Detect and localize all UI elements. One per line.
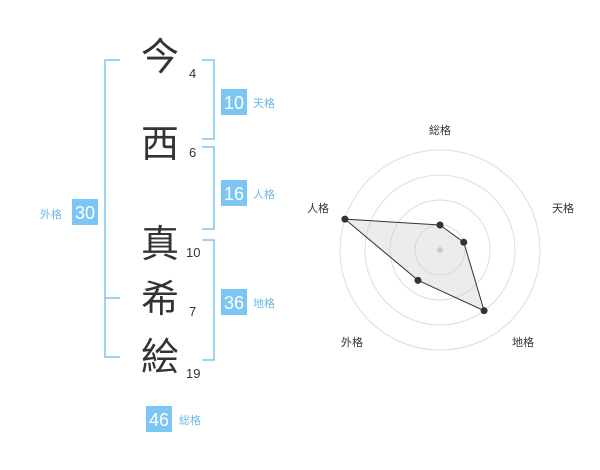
name-char-1-strokes: 4 <box>189 66 196 81</box>
name-char-4: 希 <box>141 277 179 321</box>
chikaku-label: 地格 <box>253 296 275 310</box>
tenkaku-badge: 10 天格 <box>221 89 275 115</box>
tenkaku-bracket <box>202 59 215 140</box>
radar-point-3 <box>480 307 488 315</box>
name-char-5-strokes: 19 <box>186 366 200 381</box>
radar-point-1 <box>436 221 444 229</box>
name-char-2-strokes: 6 <box>189 145 196 160</box>
name-char-3-strokes: 10 <box>186 245 200 260</box>
gaikaku-label: 外格 <box>40 207 62 221</box>
radar-rings <box>339 149 541 351</box>
name-char-2: 西 <box>141 122 179 166</box>
name-char-1: 今 <box>141 35 179 79</box>
radar-axis-label-gaikaku: 外格 <box>341 335 363 349</box>
chikaku-badge: 36 地格 <box>221 289 275 315</box>
radar-point-4 <box>414 276 422 284</box>
radar-points <box>341 215 488 315</box>
soukaku-value: 46 <box>149 410 169 430</box>
gaikaku-bracket <box>104 59 120 358</box>
name-char-3: 真 <box>141 222 179 266</box>
chikaku-bracket <box>202 239 215 361</box>
radar-center-dot <box>437 247 443 253</box>
tenkaku-value: 10 <box>224 93 244 113</box>
radar-axis-label-jinkaku: 人格 <box>307 201 329 215</box>
name-char-4-strokes: 7 <box>189 304 196 319</box>
jinkaku-label: 人格 <box>253 187 275 201</box>
gaikaku-value: 30 <box>75 203 95 223</box>
radar-polygon <box>343 218 485 312</box>
radar-ring-3 <box>364 174 516 326</box>
jinkaku-bracket <box>202 146 215 230</box>
gaikaku-badge: 外格 30 <box>40 199 98 225</box>
radar-axis-label-chikaku: 地格 <box>512 335 534 349</box>
radar-chart: 総格 天格 地格 外格 人格 <box>307 123 574 351</box>
radar-point-2 <box>460 238 468 246</box>
radar-ring-2 <box>389 199 491 301</box>
radar-axis-label-tenkaku: 天格 <box>552 201 574 215</box>
radar-point-5 <box>341 215 349 223</box>
brackets <box>104 59 215 361</box>
tenkaku-label: 天格 <box>253 96 275 110</box>
soukaku-badge: 46 総格 <box>146 406 201 432</box>
name-characters: 今 4 西 6 真 10 希 7 絵 19 <box>141 35 200 381</box>
name-char-5: 絵 <box>141 335 179 379</box>
jinkaku-badge: 16 人格 <box>221 180 275 206</box>
radar-ring-4 <box>339 149 541 351</box>
jinkaku-value: 16 <box>224 184 244 204</box>
radar-axis-label-soukaku: 総格 <box>429 123 451 137</box>
chikaku-value: 36 <box>224 293 244 313</box>
soukaku-label: 総格 <box>179 413 201 427</box>
